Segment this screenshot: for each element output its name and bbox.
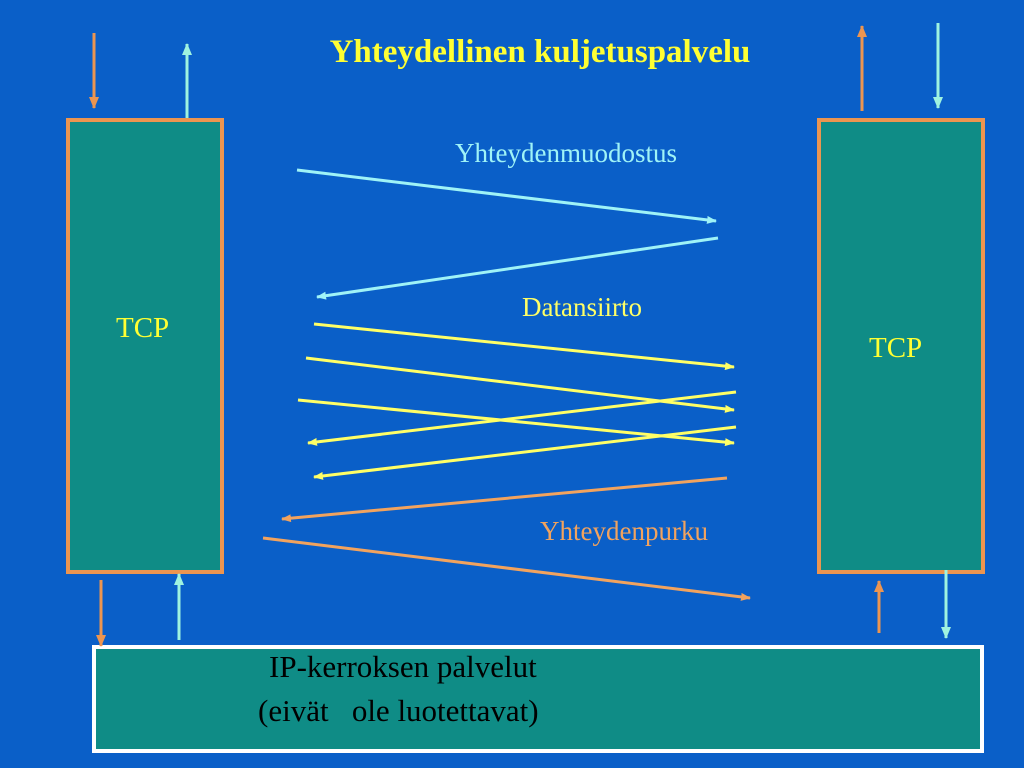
data-transfer-label: Datansiirto xyxy=(522,292,642,322)
connection-setup-label: Yhteydenmuodostus xyxy=(455,138,677,168)
ip-layer-box: IP-kerroksen palvelut (eivät ole luotett… xyxy=(92,645,984,753)
data-ack-arrow-2 xyxy=(313,425,737,480)
data-arrow-1 xyxy=(313,322,735,371)
tcp-left-box: TCP xyxy=(66,118,224,574)
tcp-left-label: TCP xyxy=(116,312,170,344)
tcp-right-label: TCP xyxy=(869,332,923,364)
connection-teardown-label: Yhteydenpurku xyxy=(540,516,708,546)
teardown-arrow-1 xyxy=(281,476,728,523)
slide-title: Yhteydellinen kuljetuspalvelu xyxy=(329,34,751,70)
data-arrow-2 xyxy=(305,356,735,413)
setup-reply-arrow xyxy=(316,236,719,300)
teardown-arrow-2 xyxy=(262,536,751,601)
data-ack-arrow-1 xyxy=(307,390,737,446)
ip-layer-sublabel: (eivät ole luotettavat) xyxy=(258,693,539,728)
setup-request-arrow xyxy=(296,168,717,224)
tcp-right-box: TCP xyxy=(817,118,985,574)
ip-layer-label: IP-kerroksen palvelut xyxy=(269,649,537,684)
